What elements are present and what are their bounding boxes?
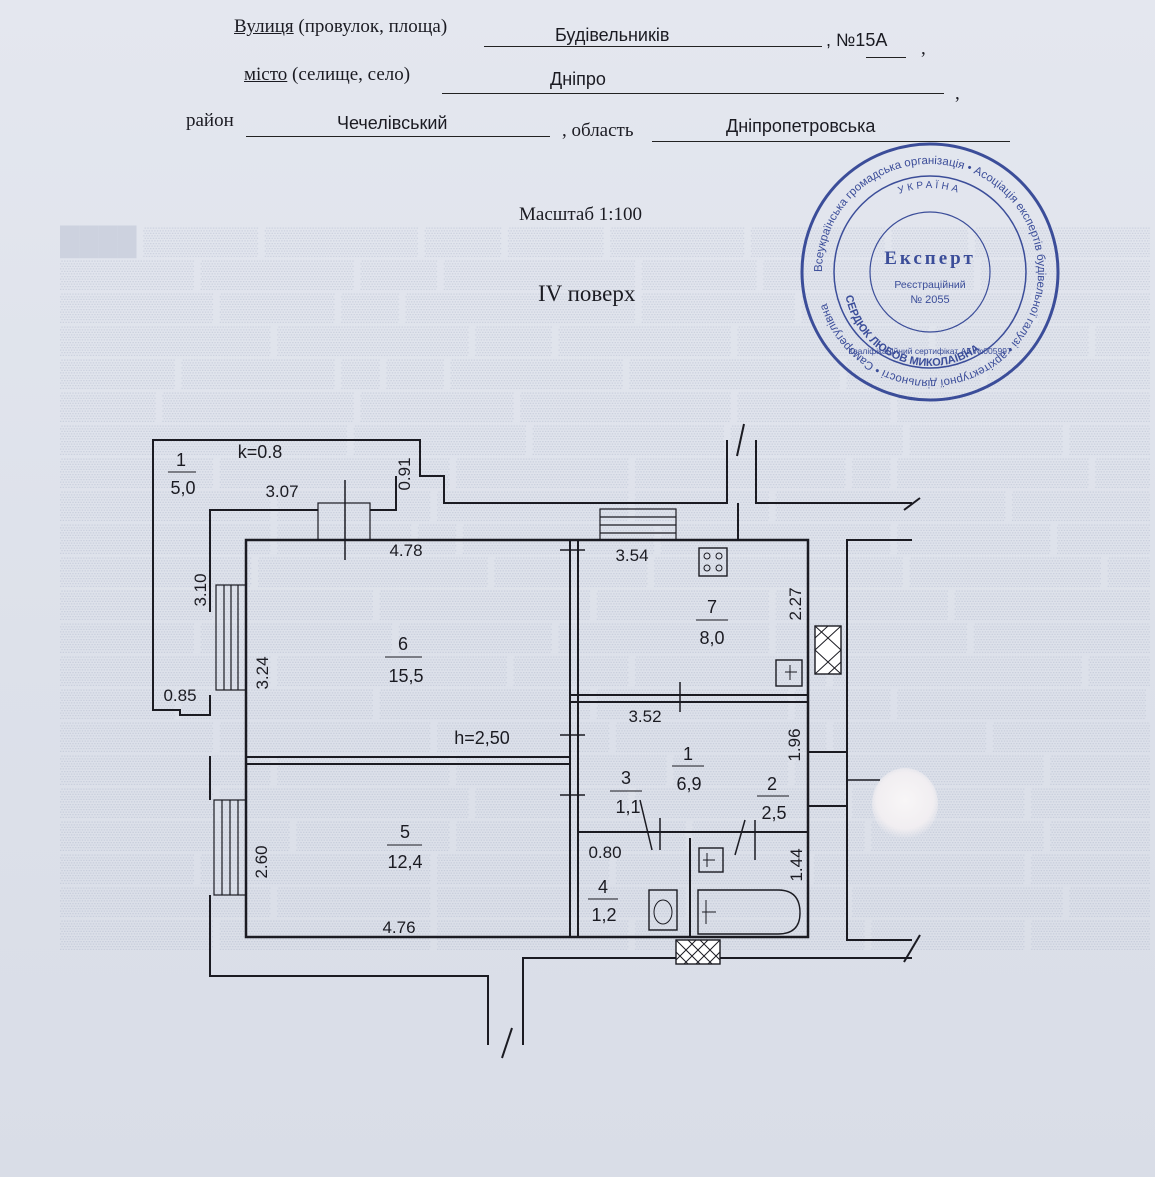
- city-label-rest: (селище, село): [292, 64, 411, 85]
- room-4-number: 4: [598, 877, 608, 897]
- dim-kitchen-width: 3.54: [615, 546, 648, 565]
- bath-sink-icon: [698, 847, 724, 873]
- room-7-area: 8,0: [699, 628, 724, 648]
- house-underline: [866, 57, 906, 58]
- stamp-inner-ring: [833, 175, 1027, 369]
- scale-label: Масштаб 1:100: [519, 204, 643, 225]
- city-underline: [442, 93, 944, 94]
- room-hall-number: 1: [683, 744, 693, 764]
- windows: [213, 502, 677, 896]
- room-3-area: 1,1: [615, 797, 640, 817]
- stamp-reg-label: Реєстраційний: [894, 279, 965, 291]
- room-labels: 1 5,0 6 15,5 7 8,0 1 6,9 3 1,1 2 2,5 5 1…: [168, 442, 789, 925]
- city-label-main: місто: [244, 64, 288, 85]
- oblast-value: Дніпропетровська: [726, 116, 876, 136]
- ventilation-duct-icon: [675, 939, 721, 965]
- dim-wc-width: 0.80: [588, 843, 621, 862]
- room-6-area: 15,5: [388, 666, 423, 686]
- dim-room5-depth: 2.60: [252, 845, 271, 878]
- dim-kitchen-depth: 2.27: [786, 587, 805, 620]
- city-label: місто (селище, село): [244, 64, 410, 86]
- oblast-underline: [652, 141, 1010, 142]
- room-2-number: 2: [767, 774, 777, 794]
- room-balcony-number: 1: [176, 450, 186, 470]
- stamp-outer-ring: [800, 142, 1060, 402]
- stamp-reg-number: № 2055: [910, 294, 949, 306]
- plan-walls: [152, 423, 921, 1059]
- dim-hall-width: 3.52: [628, 707, 661, 726]
- kitchen-sink-icon: [775, 659, 803, 687]
- street-label: Вулиця (провулок, площа): [234, 16, 447, 38]
- dimension-labels: 3.07 0.91 4.78 3.54 2.27 3.10 3.24 0.85 …: [163, 457, 806, 937]
- dim-bath-depth: 1.44: [787, 848, 806, 881]
- dim-balcony-edge: 0.85: [163, 686, 196, 705]
- room-6-number: 6: [398, 634, 408, 654]
- room-balcony-area: 5,0: [170, 478, 195, 498]
- bleed-through-texture: ████ ▒▒▒▒▒▒ ▒▒▒▒▒▒▒▒ ▒▒▒▒ ▒▒▒▒▒ ▒▒▒▒▒▒▒ …: [60, 226, 1150, 949]
- stamp-core-ring: [869, 211, 991, 333]
- ceiling-height: h=2,50: [454, 728, 510, 748]
- room-4-area: 1,2: [591, 905, 616, 925]
- room-3-number: 3: [621, 768, 631, 788]
- comma-2: ,: [955, 83, 960, 104]
- balcony-coefficient: k=0.8: [238, 442, 283, 462]
- dim-balcony-depth: 0.91: [395, 457, 414, 490]
- dim-room6-depth: 3.24: [253, 656, 272, 689]
- stamp-title: Експерт: [884, 248, 976, 269]
- district-label: район: [186, 110, 234, 131]
- district-value: Чечелівський: [337, 113, 448, 133]
- dim-hall-depth: 1.96: [785, 728, 804, 761]
- comma-1: ,: [921, 38, 926, 59]
- floor-label: IV поверх: [538, 281, 636, 306]
- room-2-area: 2,5: [761, 803, 786, 823]
- oblast-label: , область: [562, 120, 634, 141]
- door-marks: [344, 480, 880, 860]
- dim-room5-width: 4.76: [382, 918, 415, 937]
- street-label-main: Вулиця: [234, 16, 294, 37]
- redaction-blot: [872, 768, 938, 840]
- dim-room6-width: 4.78: [389, 541, 422, 560]
- toilet-icon: [648, 889, 678, 931]
- street-value: Будівельників: [555, 25, 670, 45]
- room-5-number: 5: [400, 822, 410, 842]
- stamp-cert: Кваліфікаційний сертифікат АБ №005997: [848, 346, 1012, 356]
- expert-stamp: Всеукраїнська громадська організація • А…: [800, 142, 1060, 402]
- dim-balcony-width: 3.07: [265, 482, 298, 501]
- fixtures: [648, 547, 842, 965]
- district-underline: [246, 136, 550, 137]
- street-label-rest: (провулок, площа): [298, 16, 448, 37]
- dim-balcony-length: 3.10: [191, 573, 210, 606]
- room-hall-area: 6,9: [676, 774, 701, 794]
- street-underline: [484, 46, 822, 47]
- city-value: Дніпро: [550, 69, 606, 89]
- house-number: , №15А: [826, 30, 888, 50]
- bathtub-icon: [697, 889, 801, 935]
- stove-icon: [698, 547, 728, 577]
- ventilation-shaft-icon: [814, 625, 842, 675]
- room-7-number: 7: [707, 597, 717, 617]
- room-5-area: 12,4: [387, 852, 422, 872]
